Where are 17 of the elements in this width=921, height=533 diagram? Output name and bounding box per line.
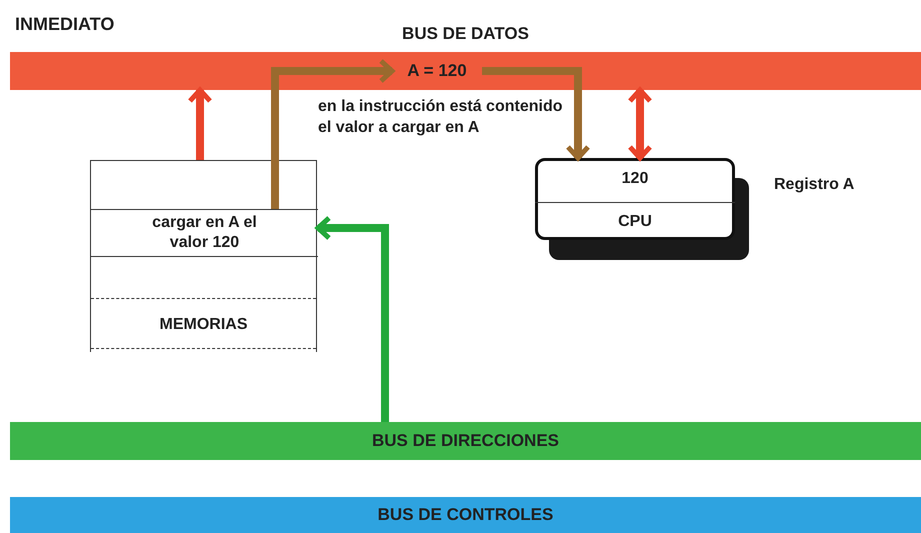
bus-bar: BUS DE CONTROLES <box>10 497 921 533</box>
value-text: A = 120 <box>392 58 482 84</box>
memory-block <box>90 160 317 352</box>
register-cell: 120 <box>535 158 735 203</box>
bus-bar: BUS DE DIRECCIONES <box>10 422 921 460</box>
memory-cell: cargar en A el valor 120 <box>91 209 318 257</box>
diagram-title: INMEDIATO <box>15 14 114 35</box>
arrow <box>628 88 652 160</box>
arrow <box>316 216 389 422</box>
bus-label: BUS DE DATOS <box>401 24 530 44</box>
register-label: Registro A <box>774 176 854 194</box>
arrow <box>188 88 212 160</box>
memory-label: MEMORIAS <box>158 316 248 334</box>
arrow <box>482 67 590 160</box>
note-text: en la instrucción está contenido el valor a cargar en A <box>318 97 564 138</box>
arrow <box>271 58 394 209</box>
cpu-label: CPU <box>617 213 653 231</box>
